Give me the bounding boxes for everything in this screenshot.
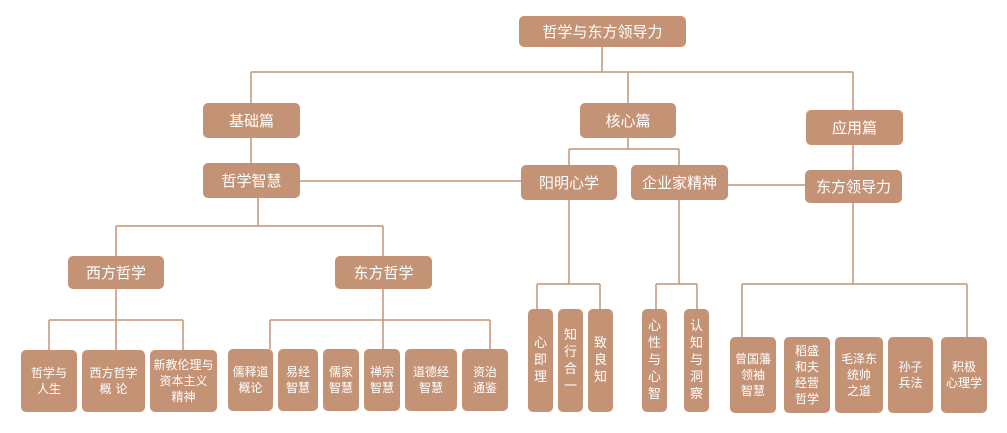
leaf-extending-innate-knowledge: 致 良 知	[588, 309, 613, 412]
leaf-philosophy-and-life: 哲学与 人生	[21, 350, 77, 412]
leaf-zen-wisdom: 禅宗 智慧	[364, 349, 400, 411]
leaf-mind-is-principle: 心 即 理	[528, 309, 553, 412]
node-eastern-philosophy: 东方哲学	[335, 256, 432, 289]
node-philosophy-wisdom: 哲学智慧	[203, 163, 300, 198]
leaf-cognition-and-insight: 认 知 与 洞 察	[684, 309, 709, 412]
leaf-zizhi-tongjian: 资治 通鉴	[462, 349, 508, 411]
leaf-positive-psychology: 积极 心理学	[941, 337, 987, 413]
leaf-unity-knowledge-action: 知 行 合 一	[558, 309, 583, 412]
leaf-confucian-buddhist-taoist: 儒释道 概论	[228, 349, 273, 411]
leaf-zeng-guofan: 曾国藩 领袖 智慧	[730, 337, 776, 413]
leaf-yijing-wisdom: 易经 智慧	[278, 349, 318, 411]
leaf-sunzi-art-of-war: 孙子 兵法	[888, 337, 933, 413]
part-basic: 基础篇	[203, 103, 300, 138]
leaf-nature-and-mind: 心 性 与 心 智	[642, 309, 667, 412]
node-western-philosophy: 西方哲学	[68, 256, 164, 289]
root-node: 哲学与东方领导力	[519, 16, 686, 47]
part-applied: 应用篇	[806, 110, 903, 145]
node-yangming: 阳明心学	[521, 165, 617, 200]
leaf-confucian-wisdom: 儒家 智慧	[323, 349, 359, 411]
part-core: 核心篇	[580, 103, 676, 138]
leaf-protestant-ethic: 新教伦理与 资本主义 精神	[150, 350, 217, 412]
node-eastern-leadership: 东方领导力	[805, 170, 902, 203]
leaf-inamori-kazuo: 稻盛 和夫 经营 哲学	[784, 337, 830, 413]
node-entrepreneur: 企业家精神	[631, 165, 728, 200]
leaf-daodejing-wisdom: 道德经 智慧	[405, 349, 457, 411]
leaf-western-philosophy-intro: 西方哲学 概 论	[82, 350, 145, 412]
leaf-mao-zedong: 毛泽东 统帅 之道	[835, 337, 883, 413]
